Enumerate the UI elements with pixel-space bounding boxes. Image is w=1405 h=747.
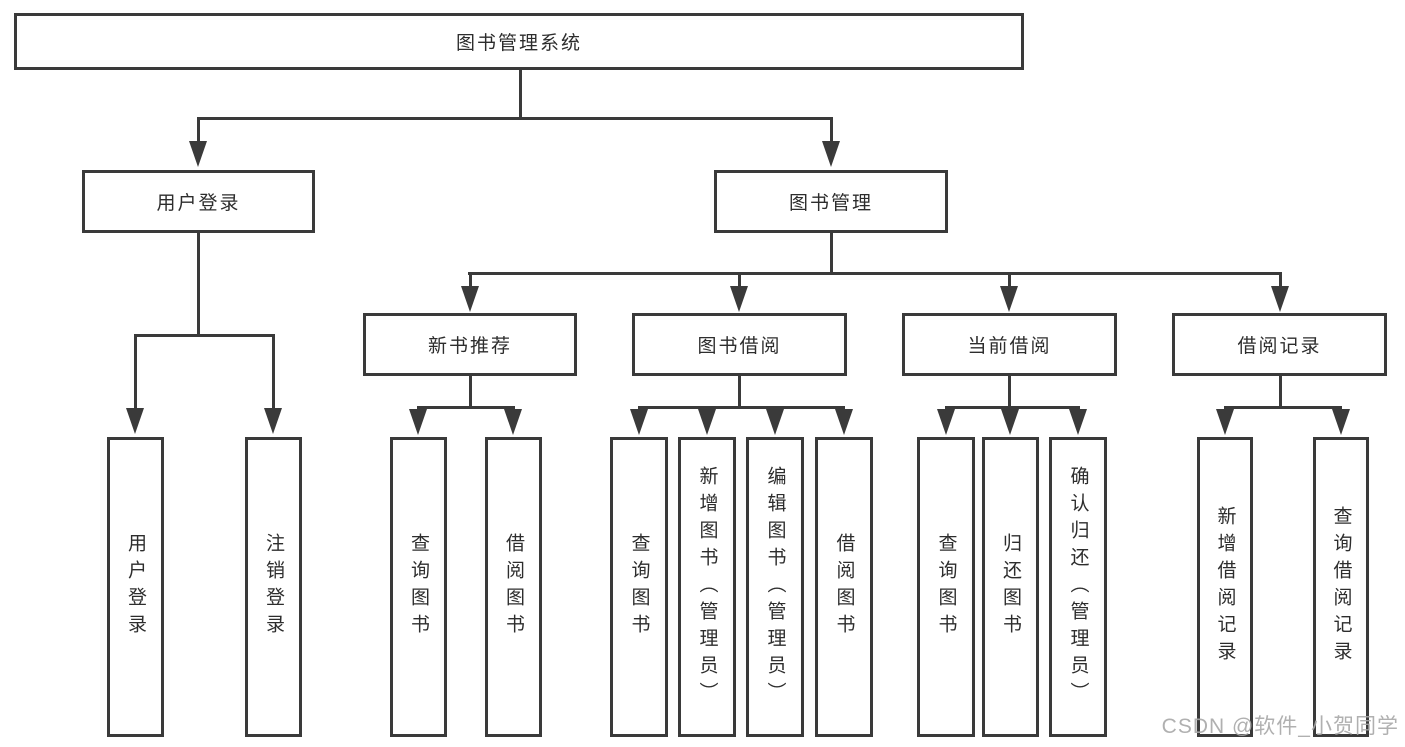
connector-level3-bar xyxy=(468,272,1282,275)
connector-newbooks-bar xyxy=(417,406,515,409)
connector-book-mgmt-drop xyxy=(830,119,833,143)
leaf-logout: 注销登录 xyxy=(245,437,302,737)
node-root: 图书管理系统 xyxy=(14,13,1024,70)
connector-l3-drop-2 xyxy=(738,274,741,288)
connector-root-stem xyxy=(519,70,522,119)
watermark: CSDN @软件_小贺同学 xyxy=(1161,715,1399,738)
arrowhead-new-book-recommend xyxy=(461,286,479,312)
connector-level2-bar xyxy=(197,117,833,120)
connector-user-stem xyxy=(197,233,200,336)
arrowhead-leaf-query-3 xyxy=(937,409,955,435)
node-borrow-records-label: 借阅记录 xyxy=(1237,336,1322,357)
arrowhead-book-mgmt xyxy=(822,141,840,167)
connector-user-login-drop xyxy=(197,119,200,143)
leaf-borrow-books-1-label: 借阅图书 xyxy=(503,533,524,641)
arrowhead-leaf-logout xyxy=(264,408,282,434)
leaf-query-books-2: 查询图书 xyxy=(610,437,668,737)
leaf-query-books-1-label: 查询图书 xyxy=(408,533,429,641)
leaf-query-books-2-label: 查询图书 xyxy=(628,533,650,641)
arrowhead-book-borrow xyxy=(730,286,748,312)
connector-currentborrow-bar xyxy=(945,406,1080,409)
arrowhead-leaf-borrow-1 xyxy=(504,409,522,435)
leaf-query-books-3: 查询图书 xyxy=(917,437,975,737)
leaf-add-borrow-record-label: 新增借阅记录 xyxy=(1214,506,1236,668)
node-book-borrow-label: 图书借阅 xyxy=(697,336,782,357)
node-borrow-records: 借阅记录 xyxy=(1172,313,1387,376)
node-current-borrow-label: 当前借阅 xyxy=(967,336,1052,357)
leaf-logout-label: 注销登录 xyxy=(263,533,284,641)
leaf-add-borrow-record: 新增借阅记录 xyxy=(1197,437,1253,737)
connector-l3-drop-3 xyxy=(1008,274,1011,288)
connector-currentborrow-stem xyxy=(1008,376,1011,408)
connector-bookborrow-stem xyxy=(738,376,741,408)
leaf-query-borrow-record-label: 查询借阅记录 xyxy=(1330,506,1352,668)
node-root-label: 图书管理系统 xyxy=(455,33,582,54)
leaf-edit-books-admin-label: 编辑图书（管理员） xyxy=(764,465,786,709)
arrowhead-leaf-return xyxy=(1001,409,1019,435)
leaf-add-books-admin-label: 新增图书（管理员） xyxy=(696,465,718,709)
arrowhead-leaf-add-books xyxy=(698,409,716,435)
connector-user-bar xyxy=(134,334,275,337)
leaf-user-login-label: 用户登录 xyxy=(125,533,146,641)
arrowhead-leaf-edit-books xyxy=(766,409,784,435)
arrowhead-leaf-confirm-return xyxy=(1069,409,1087,435)
leaf-confirm-return-admin-label: 确认归还（管理员） xyxy=(1067,465,1089,709)
leaf-query-books-3-label: 查询图书 xyxy=(935,533,957,641)
connector-records-stem xyxy=(1279,376,1282,408)
connector-bookborrow-bar xyxy=(638,406,845,409)
leaf-borrow-books-2: 借阅图书 xyxy=(815,437,873,737)
node-user-login-label: 用户登录 xyxy=(156,193,241,214)
node-new-book-recommend: 新书推荐 xyxy=(363,313,577,376)
leaf-confirm-return-admin: 确认归还（管理员） xyxy=(1049,437,1107,737)
node-book-management-label: 图书管理 xyxy=(788,193,873,214)
connector-l3-drop-1 xyxy=(469,274,472,288)
arrowhead-leaf-query-record xyxy=(1332,409,1350,435)
leaf-borrow-books-1: 借阅图书 xyxy=(485,437,542,737)
leaf-user-login: 用户登录 xyxy=(107,437,164,737)
leaf-return-books-label: 归还图书 xyxy=(1000,533,1021,641)
arrowhead-leaf-query-1 xyxy=(409,409,427,435)
connector-records-bar xyxy=(1224,406,1342,409)
leaf-borrow-books-2-label: 借阅图书 xyxy=(833,533,855,641)
connector-l3-drop-4 xyxy=(1279,274,1282,288)
arrowhead-current-borrow xyxy=(1000,286,1018,312)
node-new-book-recommend-label: 新书推荐 xyxy=(427,336,512,357)
arrowhead-borrow-records xyxy=(1271,286,1289,312)
leaf-add-books-admin: 新增图书（管理员） xyxy=(678,437,736,737)
arrowhead-leaf-query-2 xyxy=(630,409,648,435)
node-book-borrow: 图书借阅 xyxy=(632,313,847,376)
connector-user-leaf1-drop xyxy=(134,336,137,410)
connector-newbooks-stem xyxy=(469,376,472,408)
connector-book-mgmt-stem xyxy=(830,233,833,274)
leaf-query-books-1: 查询图书 xyxy=(390,437,447,737)
arrowhead-leaf-add-record xyxy=(1216,409,1234,435)
arrowhead-user-login xyxy=(189,141,207,167)
leaf-return-books: 归还图书 xyxy=(982,437,1039,737)
arrowhead-leaf-borrow-2 xyxy=(835,409,853,435)
node-user-login: 用户登录 xyxy=(82,170,315,233)
node-book-management: 图书管理 xyxy=(714,170,948,233)
leaf-query-borrow-record: 查询借阅记录 xyxy=(1313,437,1369,737)
node-current-borrow: 当前借阅 xyxy=(902,313,1117,376)
connector-user-leaf2-drop xyxy=(272,336,275,410)
leaf-edit-books-admin: 编辑图书（管理员） xyxy=(746,437,804,737)
arrowhead-leaf-user-login xyxy=(126,408,144,434)
